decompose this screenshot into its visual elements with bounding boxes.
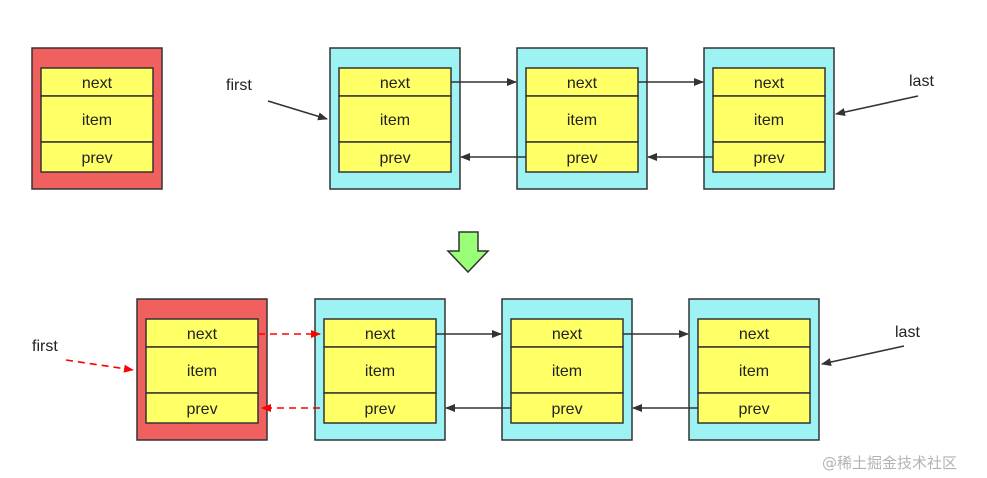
field-next: next [145, 318, 259, 348]
field-item: item [712, 95, 826, 143]
field-label-prev: prev [186, 401, 217, 418]
field-label-next: next [552, 326, 583, 343]
field-label-next: next [739, 326, 770, 343]
field-label-next: next [82, 75, 113, 92]
field-label-prev: prev [551, 401, 582, 418]
field-next: next [40, 67, 154, 97]
new-node: next item prev [31, 47, 163, 190]
field-next: next [323, 318, 437, 348]
down-arrow-icon [446, 231, 490, 274]
field-next: next [712, 67, 826, 97]
list-node: next item prev [703, 47, 835, 190]
field-next: next [697, 318, 811, 348]
field-label-item: item [380, 112, 410, 129]
field-label-item: item [739, 363, 769, 380]
field-next: next [338, 67, 452, 97]
list-node: next item prev [329, 47, 461, 190]
field-prev: prev [338, 141, 452, 173]
field-label-next: next [365, 326, 396, 343]
field-prev: prev [510, 392, 624, 424]
field-item: item [697, 346, 811, 394]
new-first-pointer-arrow [65, 359, 134, 373]
field-item: item [525, 95, 639, 143]
field-label-item: item [552, 363, 582, 380]
last-pointer-label: last [909, 73, 934, 90]
last-pointer-label: last [895, 324, 920, 341]
list-node: next item prev [314, 298, 446, 441]
field-label-item: item [754, 112, 784, 129]
field-label-next: next [187, 326, 218, 343]
watermark: @稀土掘金技术社区 [822, 454, 957, 472]
field-label-prev: prev [566, 150, 597, 167]
field-label-next: next [754, 75, 785, 92]
field-label-item: item [187, 363, 217, 380]
list-node: next item prev [688, 298, 820, 441]
new-node: next item prev [136, 298, 268, 441]
field-prev: prev [697, 392, 811, 424]
field-label-item: item [567, 112, 597, 129]
field-item: item [510, 346, 624, 394]
last-pointer-arrow [835, 95, 919, 116]
field-item: item [40, 95, 154, 143]
field-label-next: next [567, 75, 598, 92]
field-item: item [323, 346, 437, 394]
field-item: item [338, 95, 452, 143]
first-pointer-arrow [267, 100, 328, 121]
field-prev: prev [40, 141, 154, 173]
field-label-prev: prev [753, 150, 784, 167]
field-next: next [510, 318, 624, 348]
field-prev: prev [525, 141, 639, 173]
list-node: next item prev [501, 298, 633, 441]
field-label-prev: prev [379, 150, 410, 167]
field-label-prev: prev [738, 401, 769, 418]
field-prev: prev [323, 392, 437, 424]
last-pointer-arrow [821, 345, 905, 366]
first-pointer-label: first [32, 338, 58, 355]
field-next: next [525, 67, 639, 97]
list-node: next item prev [516, 47, 648, 190]
first-pointer-label: first [226, 77, 252, 94]
field-prev: prev [712, 141, 826, 173]
field-label-next: next [380, 75, 411, 92]
field-item: item [145, 346, 259, 394]
field-label-prev: prev [81, 150, 112, 167]
field-label-item: item [82, 112, 112, 129]
field-label-prev: prev [364, 401, 395, 418]
field-label-item: item [365, 363, 395, 380]
field-prev: prev [145, 392, 259, 424]
